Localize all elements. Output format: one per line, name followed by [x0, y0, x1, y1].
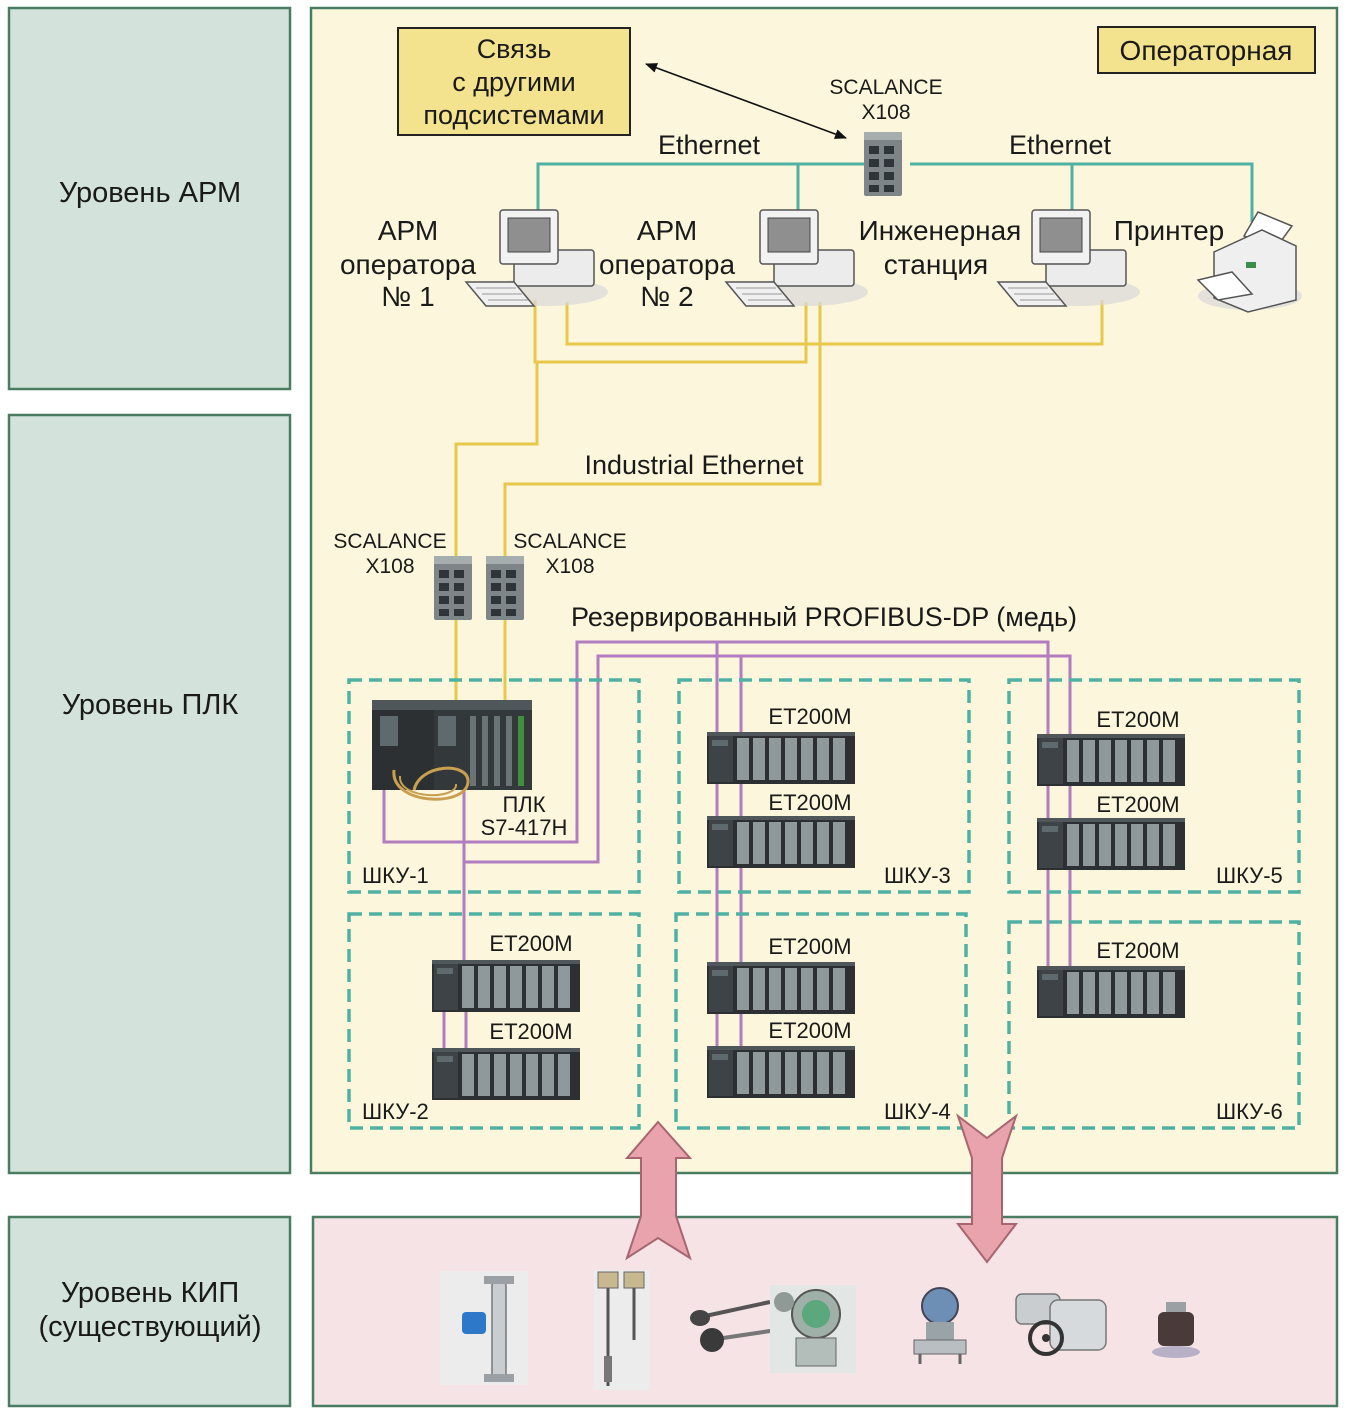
et200m-shku3-a — [707, 732, 855, 784]
printer-label: Принтер — [1114, 215, 1224, 246]
cabinet-shku2-label: ШКУ-2 — [362, 1099, 429, 1124]
et200m-shku2-a-label: ET200M — [489, 931, 572, 956]
cabinet-shku4 — [674, 912, 968, 1130]
et200m-shku2-a — [432, 960, 580, 1012]
industrial-ethernet-label: Industrial Ethernet — [584, 450, 804, 480]
et200m-shku3-a-label: ET200M — [768, 704, 851, 729]
et200m-shku4-a — [707, 962, 855, 1014]
ethernet-label-right: Ethernet — [1009, 130, 1112, 160]
plc-s7-417h — [372, 700, 532, 801]
valve-actuator-device — [1015, 1293, 1107, 1356]
et200m-shku6-a — [1037, 966, 1185, 1018]
et200m-shku2-b-label: ET200M — [489, 1019, 572, 1044]
down-arrow — [955, 1113, 1019, 1264]
cabinet-shku4-label: ШКУ-4 — [884, 1099, 951, 1124]
cabinet-shku3 — [677, 678, 971, 894]
et200m-shku2-b — [432, 1048, 580, 1100]
scalance-top-label-1: SCALANCE — [829, 76, 942, 99]
et200m-shku4-b-label: ET200M — [768, 1018, 851, 1043]
cabinet-shku1 — [347, 678, 641, 894]
diff-pressure-transmitter-device — [913, 1287, 967, 1364]
external-link-box — [397, 27, 631, 136]
et200m-shku6-a-label: ET200M — [1096, 938, 1179, 963]
scalance-top-label-2: X108 — [861, 101, 910, 124]
operator-room-label: Операторная — [1120, 35, 1293, 66]
cabinet-shku3-label: ШКУ-3 — [884, 863, 951, 888]
external-link-arrow — [645, 63, 847, 139]
plc-label-1: ПЛК — [502, 792, 545, 817]
scalance-right-label-2: X108 — [545, 555, 594, 578]
et200m-shku5-b — [1037, 818, 1185, 870]
external-link-line1: Связь — [477, 34, 552, 64]
printer-icon — [1196, 211, 1302, 313]
cabinet-shku2 — [347, 912, 641, 1130]
external-link-line2: с другими — [452, 67, 576, 97]
level-plc-label: Уровень ПЛК — [62, 689, 239, 721]
scalance-right-label-1: SCALANCE — [513, 530, 626, 553]
level-plc-box — [7, 413, 292, 1175]
level-arm-box — [7, 6, 292, 391]
et200m-shku5-a-label: ET200M — [1096, 707, 1179, 732]
operator-1-label-3: № 1 — [381, 281, 434, 312]
external-link-line3: подсистемами — [423, 100, 604, 130]
cabinet-shku5 — [1007, 678, 1301, 894]
operator-2-label-3: № 2 — [640, 281, 693, 312]
operator-room-badge — [1097, 26, 1316, 74]
et200m-shku4-a-label: ET200M — [768, 934, 851, 959]
et200m-shku5-b-label: ET200M — [1096, 792, 1179, 817]
scalance-left-label-1: SCALANCE — [333, 530, 446, 553]
up-arrow — [624, 1120, 693, 1261]
level-probe-device — [594, 1270, 650, 1390]
cabinet-shku1-label: ШКУ-1 — [362, 863, 429, 888]
scalance-left-switch — [434, 556, 472, 620]
cabinet-shku6-label: ШКУ-6 — [1216, 1099, 1283, 1124]
scalance-top-switch — [864, 132, 902, 196]
profibus-label: Резервированный PROFIBUS-DP (медь) — [571, 602, 1077, 632]
scalance-right-switch — [486, 556, 524, 620]
cabinet-shku5-label: ШКУ-5 — [1216, 863, 1283, 888]
level-kip-label: Уровень КИП — [61, 1277, 239, 1309]
scalance-left-label-2: X108 — [365, 555, 414, 578]
cabinet-shku6 — [1007, 920, 1301, 1130]
level-sensor-device — [1152, 1302, 1200, 1358]
engineering-station-label-2: станция — [884, 249, 988, 280]
level-arm-label: Уровень АРМ — [59, 177, 241, 209]
et200m-shku5-a — [1037, 734, 1185, 786]
operator-2-label-1: АРМ — [637, 215, 697, 246]
engineering-station-label-1: Инженерная — [859, 215, 1022, 246]
et200m-shku3-b — [707, 816, 855, 868]
et200m-shku4-b — [707, 1046, 855, 1098]
flowmeter-device — [440, 1271, 528, 1385]
pressure-transmitter-device — [770, 1285, 856, 1373]
level-kip-sublabel: (существующий) — [38, 1311, 261, 1343]
ethernet-label-left: Ethernet — [658, 130, 761, 160]
plc-label-2: S7-417H — [481, 815, 568, 840]
operator-1-label-1: АРМ — [378, 215, 438, 246]
operator-2-label-2: оператора — [599, 249, 735, 280]
level-kip-box — [7, 1215, 292, 1408]
ethernet-bus — [536, 162, 1254, 222]
et200m-shku3-b-label: ET200M — [768, 790, 851, 815]
operator-1-label-2: оператора — [340, 249, 476, 280]
